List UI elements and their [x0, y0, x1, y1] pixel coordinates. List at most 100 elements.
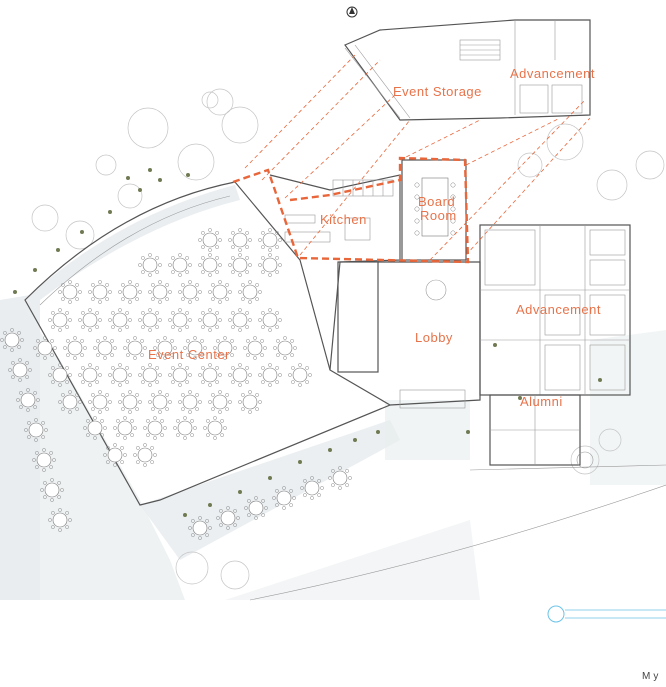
banquet-chair	[41, 421, 45, 425]
banquet-table	[82, 312, 98, 328]
banquet-table	[142, 367, 158, 383]
banquet-chair	[8, 368, 12, 372]
banquet-chair	[260, 353, 264, 357]
banquet-table	[82, 367, 98, 383]
banquet-chair	[198, 373, 202, 377]
banquet-table	[20, 392, 36, 408]
banquet-chair	[141, 311, 145, 315]
banquet-chair	[223, 356, 227, 360]
banquet-chair	[171, 325, 175, 329]
banquet-table	[12, 362, 28, 378]
banquet-chair	[123, 453, 127, 457]
banquet-chair	[190, 433, 194, 437]
banquet-chair	[220, 419, 224, 423]
banquet-chair	[150, 446, 154, 450]
banquet-chair	[208, 526, 212, 530]
banquet-chair	[153, 453, 157, 457]
banquet-chair	[255, 393, 259, 397]
banquet-chair	[91, 407, 95, 411]
banquet-chair	[81, 325, 85, 329]
banquet-chair	[43, 481, 47, 485]
banquet-chair	[211, 393, 215, 397]
banquet-chair	[208, 308, 212, 312]
banquet-chair	[148, 400, 152, 404]
banquet-chair	[128, 300, 132, 304]
banquet-chair	[298, 383, 302, 387]
banquet-chair	[98, 373, 102, 377]
banquet-chair	[58, 400, 62, 404]
banquet-chair	[246, 353, 250, 357]
banquet-chair	[155, 380, 159, 384]
banquet-chair	[58, 508, 62, 512]
banquet-chair	[93, 436, 97, 440]
banquet-chair	[223, 336, 227, 340]
banquet-table	[172, 257, 188, 273]
banquet-chair	[155, 256, 159, 260]
banquet-chair	[228, 373, 232, 377]
banquet-chair	[48, 518, 52, 522]
banquet-chair	[98, 410, 102, 414]
banquet-chair	[170, 339, 174, 343]
banquet-chair	[78, 373, 82, 377]
banquet-chair	[231, 245, 235, 249]
banquet-chair	[258, 318, 262, 322]
label-advancement-top: Advancement	[510, 66, 595, 81]
banquet-chair	[118, 290, 122, 294]
banquet-chair	[155, 366, 159, 370]
banquet-chair	[225, 297, 229, 301]
banquet-chair	[158, 263, 162, 267]
banquet-chair	[100, 433, 104, 437]
banquet-chair	[51, 311, 55, 315]
banquet-chair	[293, 346, 297, 350]
banquet-chair	[211, 407, 215, 411]
banquet-chair	[68, 373, 72, 377]
banquet-chair	[317, 479, 321, 483]
banquet-chair	[188, 263, 192, 267]
banquet-chair	[48, 318, 52, 322]
banquet-chair	[208, 228, 212, 232]
banquet-chair	[95, 380, 99, 384]
banquet-chair	[215, 256, 219, 260]
banquet-chair	[103, 453, 107, 457]
banquet-chair	[278, 373, 282, 377]
banquet-chair	[254, 516, 258, 520]
label-board-room-1: Board	[418, 194, 455, 209]
banquet-chair	[11, 375, 15, 379]
banquet-chair	[201, 380, 205, 384]
banquet-chair	[41, 435, 45, 439]
banquet-table	[192, 520, 208, 536]
banquet-chair	[81, 380, 85, 384]
banquet-chair	[50, 353, 54, 357]
banquet-table	[202, 257, 218, 273]
banquet-chair	[245, 325, 249, 329]
banquet-chair	[208, 363, 212, 367]
banquet-chair	[133, 426, 137, 430]
banquet-chair	[68, 410, 72, 414]
banquet-chair	[3, 331, 7, 335]
banquet-chair	[305, 380, 309, 384]
banquet-chair	[282, 506, 286, 510]
banquet-chair	[201, 270, 205, 274]
banquet-chair	[118, 308, 122, 312]
banquet-chair	[191, 533, 195, 537]
banquet-chair	[34, 438, 38, 442]
banquet-chair	[28, 368, 32, 372]
banquet-chair	[111, 380, 115, 384]
banquet-chair	[108, 318, 112, 322]
banquet-chair	[50, 478, 54, 482]
banquet-chair	[58, 308, 62, 312]
banquet-chair	[215, 366, 219, 370]
banquet-chair	[51, 511, 55, 515]
banquet-chair	[61, 393, 65, 397]
banquet-chair	[268, 228, 272, 232]
banquet-chair	[248, 238, 252, 242]
banquet-chair	[151, 407, 155, 411]
banquet-table	[232, 257, 248, 273]
banquet-chair	[17, 345, 21, 349]
banquet-chair	[236, 516, 240, 520]
banquet-chair	[247, 513, 251, 517]
banquet-chair	[248, 318, 252, 322]
banquet-table	[177, 420, 193, 436]
banquet-chair	[80, 353, 84, 357]
banquet-chair	[65, 511, 69, 515]
